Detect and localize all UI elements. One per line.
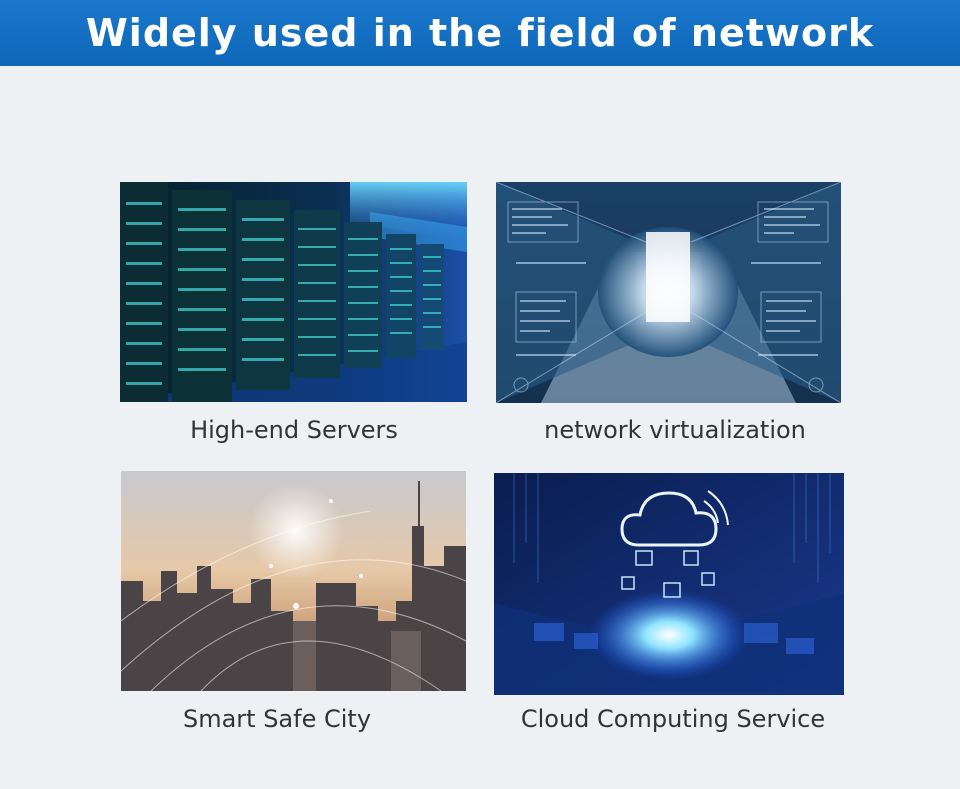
caption-network-virtualization: network virtualization: [544, 416, 806, 444]
caption-smart-safe-city: Smart Safe City: [182, 705, 372, 733]
smart-city-image: [121, 471, 466, 691]
caption-cloud-computing-service: Cloud Computing Service: [520, 705, 826, 733]
server-racks-image: [120, 182, 467, 402]
cloud-computing-image: [494, 473, 844, 695]
network-virtualization-image: [496, 182, 841, 403]
caption-high-end-servers: High-end Servers: [190, 416, 398, 444]
header-banner: Widely used in the field of network: [0, 0, 960, 66]
page-title: Widely used in the field of network: [85, 11, 875, 55]
